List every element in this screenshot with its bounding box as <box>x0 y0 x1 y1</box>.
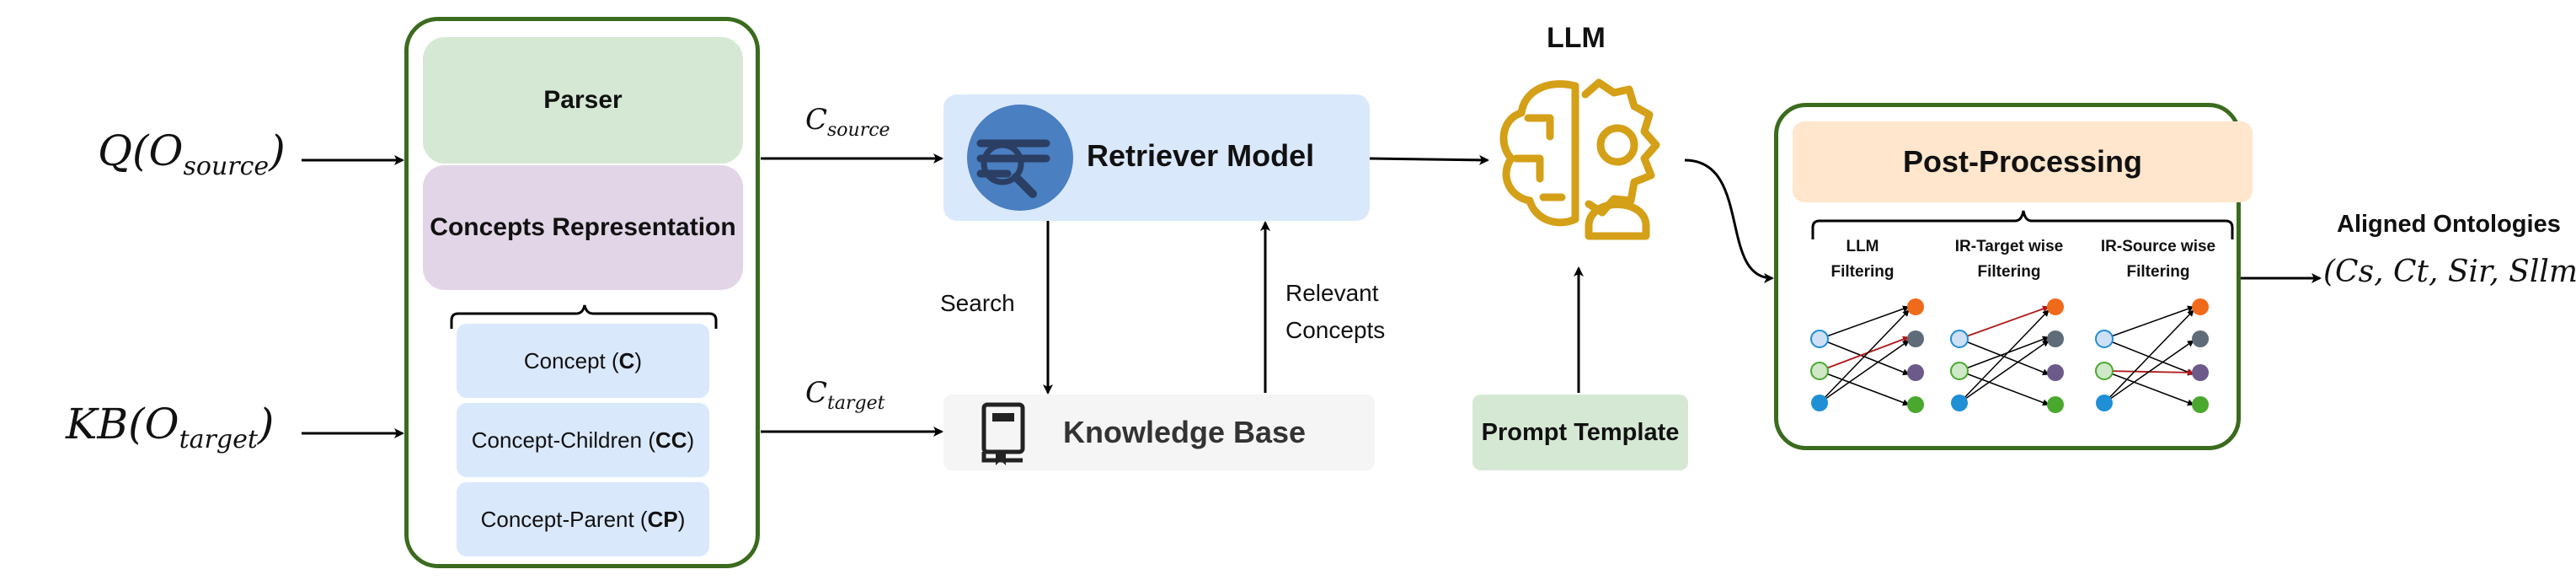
llm-to-postprocessing-arrow <box>1684 158 1774 283</box>
concepts-representation-box: Concepts Representation <box>423 165 743 290</box>
llm-filtering-graph <box>1810 298 1924 413</box>
c-source-label: Csource <box>805 103 890 141</box>
filter-label-llm: LLM Filtering <box>1830 238 1895 281</box>
knowledge-base-box <box>943 395 1375 470</box>
aligned-ontologies-title: Aligned Ontologies <box>2337 211 2561 238</box>
filter-graphs <box>1810 298 2209 413</box>
parser-box: Parser <box>423 37 743 164</box>
search-list-icon <box>967 105 1073 211</box>
retriever-model-label: Retriever Model <box>1087 138 1315 173</box>
post-processing-title-box: Post-Processing <box>1793 121 2253 202</box>
c-target-label: Ctarget <box>805 376 885 414</box>
parser-panel <box>404 17 760 568</box>
concept-box: Concept (C) <box>457 324 709 398</box>
concept-children-box: Concept-Children (CC) <box>457 403 709 477</box>
ir-source-filtering-graph <box>2095 298 2209 413</box>
llm-title: LLM <box>1547 22 1606 54</box>
retriever-to-llm-arrow <box>1369 154 1489 165</box>
aligned-ontologies-tuple: (Cs, Ct, Sir, Sllm) <box>2323 255 2576 289</box>
prompt-template-box: Prompt Template <box>1472 395 1688 470</box>
filters-brace <box>1811 210 2234 239</box>
post-processing-panel <box>1774 103 2241 450</box>
knowledge-base-label: Knowledge Base <box>1063 415 1307 449</box>
source-ontology-label: Q(Osource) <box>98 126 286 181</box>
filter-label-ir-target: IR-Target wise Filtering <box>1954 238 2064 281</box>
brain-gear-person-icon <box>1499 78 1660 240</box>
filter-label-ir-source: IR-Source wise Filtering <box>2100 238 2216 281</box>
concept-brace <box>450 304 718 329</box>
ir-target-filtering-graph <box>1950 298 2064 413</box>
target-kb-label: KB(Otarget) <box>66 400 275 454</box>
relevant-concepts-label: Relevant Concepts <box>1285 280 1386 343</box>
search-label: Search <box>940 290 1015 316</box>
book-icon <box>981 402 1025 465</box>
concept-parent-box: Concept-Parent (CP) <box>457 482 709 556</box>
